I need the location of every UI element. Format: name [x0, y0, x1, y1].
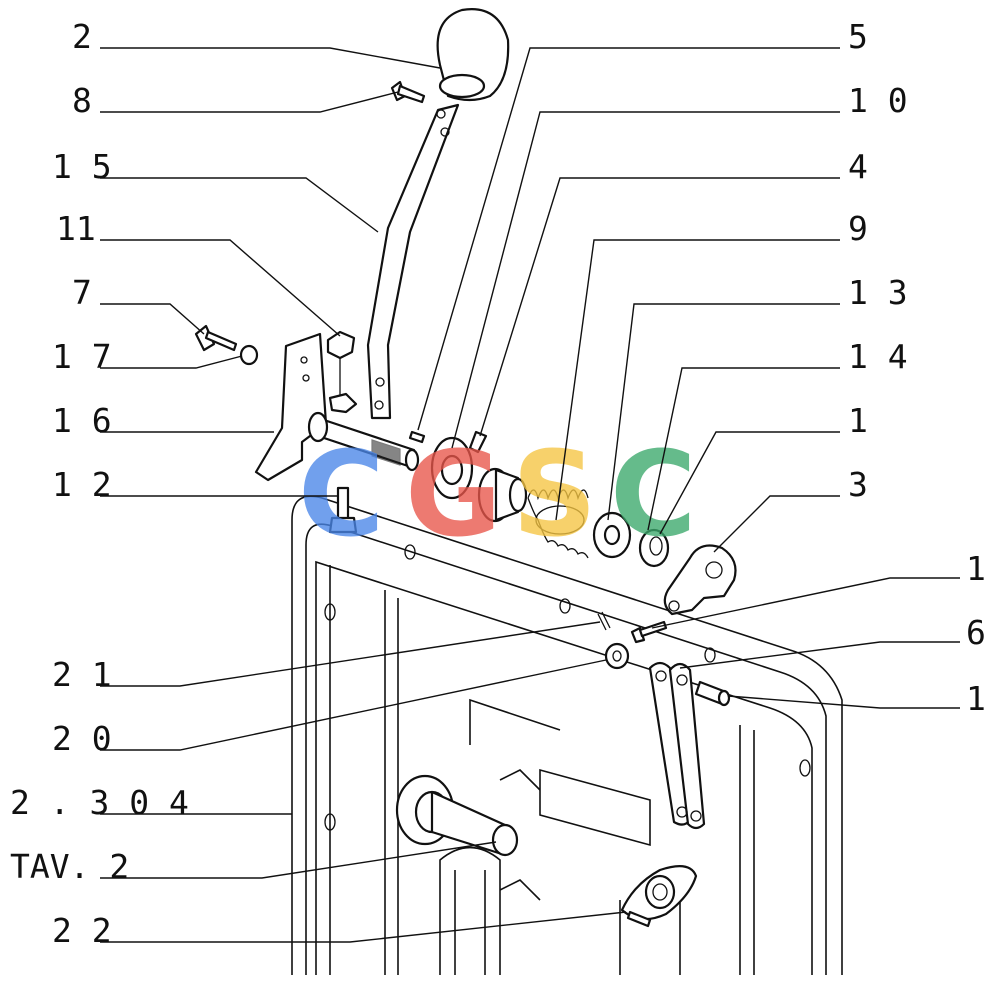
callout-2: 2	[72, 17, 92, 56]
flange-22	[620, 865, 698, 928]
callout-1-lower: 1	[966, 679, 986, 718]
gearbox-housing-frame	[291, 495, 843, 975]
callout-11: 11	[56, 209, 96, 248]
callout-22: 2 2	[52, 911, 112, 950]
washer-13	[592, 511, 632, 559]
callout-1-upper: 1	[848, 401, 868, 440]
reference-table-tav: TAV. 2	[10, 847, 129, 886]
ring-14	[638, 528, 670, 568]
pin-4	[468, 430, 488, 454]
pin-5	[408, 430, 426, 444]
screw-8	[390, 80, 426, 104]
callout-20: 2 0	[52, 719, 112, 758]
bolt-1-upper	[630, 620, 668, 644]
selector-finger-3	[663, 544, 737, 616]
callout-15: 1 5	[52, 147, 112, 186]
selector-shaft	[477, 467, 528, 523]
callout-13: 1 3	[848, 273, 908, 312]
callout-14: 1 4	[848, 337, 908, 376]
bolt-12	[328, 486, 358, 534]
bolt-7	[194, 324, 259, 366]
callout-5: 5	[848, 17, 868, 56]
split-pin-21	[597, 611, 611, 631]
housing-shaft	[395, 774, 519, 857]
watermark-letter-4: C	[610, 425, 697, 563]
reference-table-number: 2 . 3 0 4	[10, 783, 189, 822]
nut-11	[326, 330, 358, 414]
pin-1-lower	[694, 680, 731, 707]
link-rod-6	[648, 661, 706, 830]
callout-6: 6	[966, 613, 986, 652]
watermark-letter-2: G	[405, 425, 502, 563]
callout-7: 7	[72, 273, 92, 312]
washer-20	[604, 642, 630, 670]
callout-4: 4	[848, 147, 868, 186]
callout-1-middle: 1	[966, 549, 986, 588]
lever-knob	[436, 8, 510, 102]
watermark-letter-1: C	[298, 425, 385, 563]
callout-9: 9	[848, 209, 868, 248]
right-callout-labels: 5 1 0 4 9 1 3 1 4 1 3 1 6 1	[848, 17, 986, 718]
watermark-letter-3: S	[512, 425, 597, 563]
left-callout-labels: 2 8 1 5 11 7 1 7 1 6 1 2 2 1 2 0 2 . 3 0…	[10, 17, 189, 950]
callout-3: 3	[848, 465, 868, 504]
callout-12: 1 2	[52, 465, 112, 504]
callout-17: 1 7	[52, 337, 112, 376]
callout-21: 2 1	[52, 655, 112, 694]
spring-9	[527, 489, 589, 559]
callout-8: 8	[72, 81, 92, 120]
leader-lines	[100, 47, 960, 943]
lever-bracket	[254, 332, 420, 482]
callout-16: 1 6	[52, 401, 112, 440]
watermark-logo: C G S C	[298, 425, 697, 563]
gear-lever	[366, 103, 460, 420]
bushing-10	[430, 436, 474, 500]
callout-10: 1 0	[848, 81, 908, 120]
